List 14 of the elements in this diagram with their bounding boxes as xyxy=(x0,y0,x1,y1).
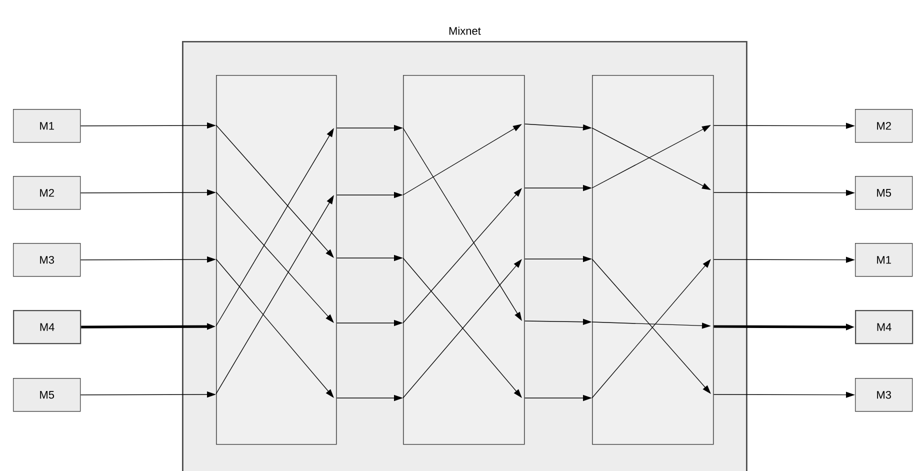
mix-box xyxy=(403,75,525,445)
mix-box xyxy=(592,75,714,445)
node-label: Mixnet xyxy=(449,26,481,35)
message-box: M5 xyxy=(855,176,913,210)
message-box: M5 xyxy=(13,378,81,412)
mix-box xyxy=(216,75,337,445)
message-box: M4 xyxy=(855,310,914,344)
message-box: M2 xyxy=(13,176,81,210)
message-box: M3 xyxy=(855,378,913,412)
message-box: M1 xyxy=(13,109,81,143)
message-box: M2 xyxy=(855,109,913,143)
message-box: M4 xyxy=(13,310,82,344)
message-box: M1 xyxy=(855,243,913,277)
message-box: M3 xyxy=(13,243,81,277)
